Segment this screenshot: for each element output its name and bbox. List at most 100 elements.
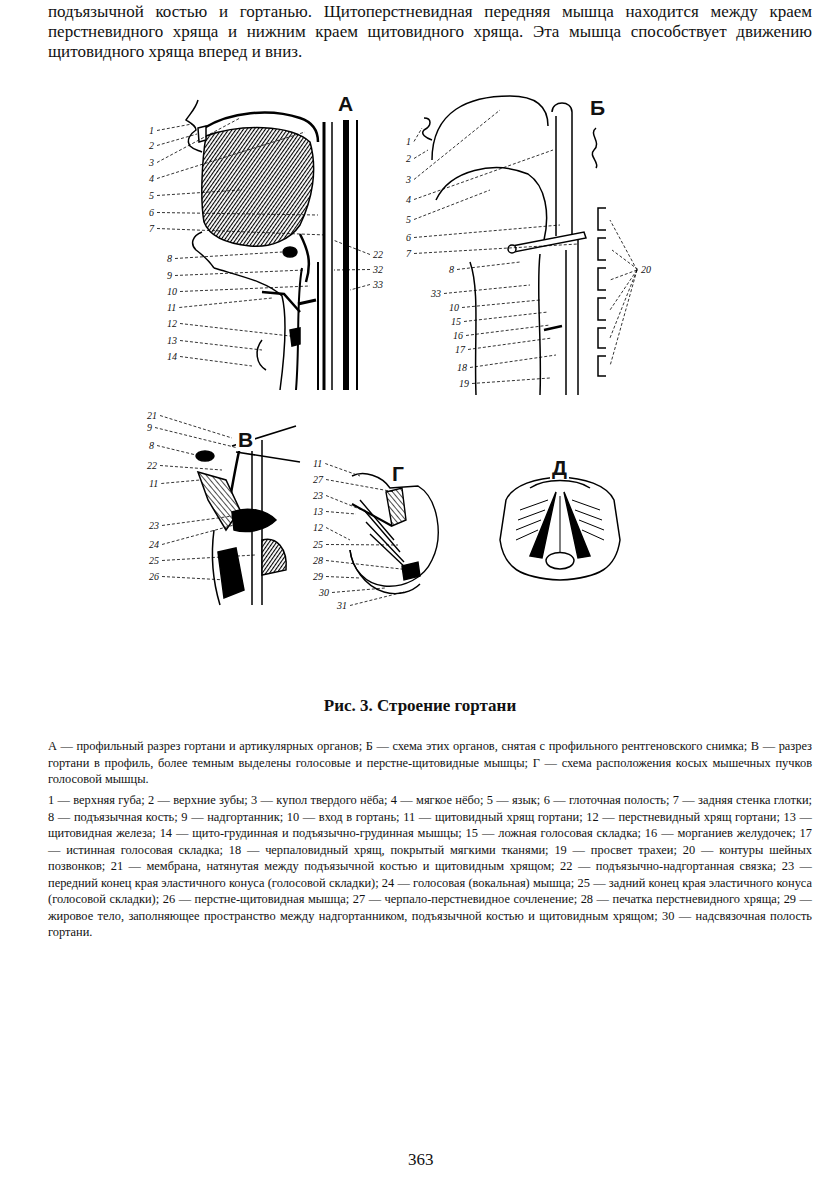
hyoid-bone	[196, 451, 214, 461]
tongue-outline	[436, 168, 547, 240]
page-number: 363	[408, 1150, 434, 1170]
leader-line	[610, 220, 637, 366]
larynx-top-view	[500, 478, 620, 581]
thyroid-gland	[257, 340, 266, 370]
leader-line	[470, 355, 556, 368]
spine	[356, 120, 358, 390]
callout-number: 26	[148, 571, 160, 582]
chin-profile	[193, 232, 214, 268]
leader-line	[157, 134, 197, 146]
pharynx-wall	[323, 122, 326, 390]
callout-number: 5	[405, 214, 412, 225]
callout-number: 29	[312, 571, 324, 582]
oblique-fibres	[360, 500, 408, 570]
leader-line	[414, 244, 578, 254]
cricoid-signet	[402, 562, 420, 580]
leader-line	[180, 341, 262, 351]
leader-line	[466, 325, 550, 336]
leader-line	[414, 110, 500, 180]
leader-line	[414, 150, 553, 200]
arytenoid-region	[546, 553, 574, 570]
probe	[512, 232, 586, 252]
callout-number: 33	[430, 288, 442, 299]
leader-line	[326, 577, 360, 579]
leader-line	[414, 128, 422, 142]
vertebra-bracket	[598, 298, 606, 320]
leader-line	[157, 190, 240, 196]
pharynx-outline	[577, 240, 579, 395]
callout-number: 15	[450, 316, 462, 327]
callout-number: 8	[166, 253, 173, 264]
callout-number: 27	[312, 474, 324, 485]
arytenoid-cartilage	[386, 488, 406, 526]
leader-line	[160, 466, 222, 471]
figure-a	[186, 100, 357, 390]
callout-number: 24	[148, 539, 160, 550]
face-profile	[186, 100, 202, 152]
leader-line	[332, 588, 385, 593]
epiglottis-rim	[530, 481, 590, 489]
neck-front	[470, 262, 476, 395]
callout-number: 20	[640, 264, 652, 275]
leader-line	[444, 285, 530, 294]
leader-line	[414, 150, 428, 159]
callout-number: 32	[372, 264, 384, 275]
body-text: 1 — верхняя губа; 2 — верхние зубы; 3 — …	[48, 792, 812, 941]
panel-letter: А	[336, 92, 355, 115]
larynx-front	[212, 530, 220, 605]
velum-outline	[552, 103, 572, 236]
panel-letter: Б	[588, 96, 607, 119]
callout-number: 9	[166, 270, 173, 281]
leader-line	[162, 577, 226, 581]
leader-line	[157, 446, 196, 456]
leader-line	[157, 213, 318, 216]
callout-number: 12	[312, 522, 324, 533]
callout-number: 21	[146, 410, 158, 421]
leader-line	[162, 522, 245, 545]
leader-line	[326, 528, 350, 541]
leader-line	[326, 496, 372, 515]
leader-line	[350, 592, 404, 606]
probe-tip	[508, 245, 516, 253]
leader-line	[414, 190, 490, 220]
larynx-outline	[539, 254, 541, 395]
leader-line	[326, 561, 410, 571]
callout-number: 4	[405, 194, 412, 205]
callout-number: 25	[312, 539, 324, 550]
vertebra-outline	[592, 128, 597, 168]
cricothyroid-muscle	[218, 548, 244, 598]
leader-line	[468, 338, 552, 350]
callout-number: 19	[458, 378, 470, 389]
callout-number: 13	[312, 506, 324, 517]
callout-number: 17	[454, 344, 466, 355]
callout-number: 12	[166, 318, 178, 329]
leader-line	[472, 378, 550, 384]
membrane-line	[236, 452, 300, 462]
leader-line	[175, 252, 282, 259]
vertebra-bracket	[598, 208, 606, 230]
panel-letter: В	[236, 428, 255, 451]
callout-number: 22	[146, 460, 158, 471]
callout-number: 28	[312, 555, 324, 566]
figure-d	[500, 478, 620, 581]
thyroid-outline	[350, 474, 438, 587]
callout-number: 22	[372, 249, 384, 260]
body-text: А — профильный разрез гортани и артикуля…	[48, 738, 812, 788]
callout-number: 11	[148, 478, 159, 489]
pharynx-wall	[331, 122, 333, 390]
vertebra-bracket	[598, 328, 606, 348]
glottis	[560, 496, 561, 552]
callout-number: 10	[166, 286, 178, 297]
leader-line	[180, 286, 310, 292]
leader-lines	[155, 110, 638, 606]
leader-line	[334, 269, 370, 271]
figure-b	[423, 96, 637, 395]
callout-number: 13	[166, 335, 178, 346]
callout-number: 8	[148, 440, 155, 451]
callout-number: 31	[336, 600, 348, 611]
cricoid-cartilage	[262, 539, 286, 575]
callout-number: 5	[148, 190, 155, 201]
callout-number: 1	[148, 125, 155, 136]
leader-line	[160, 416, 232, 439]
